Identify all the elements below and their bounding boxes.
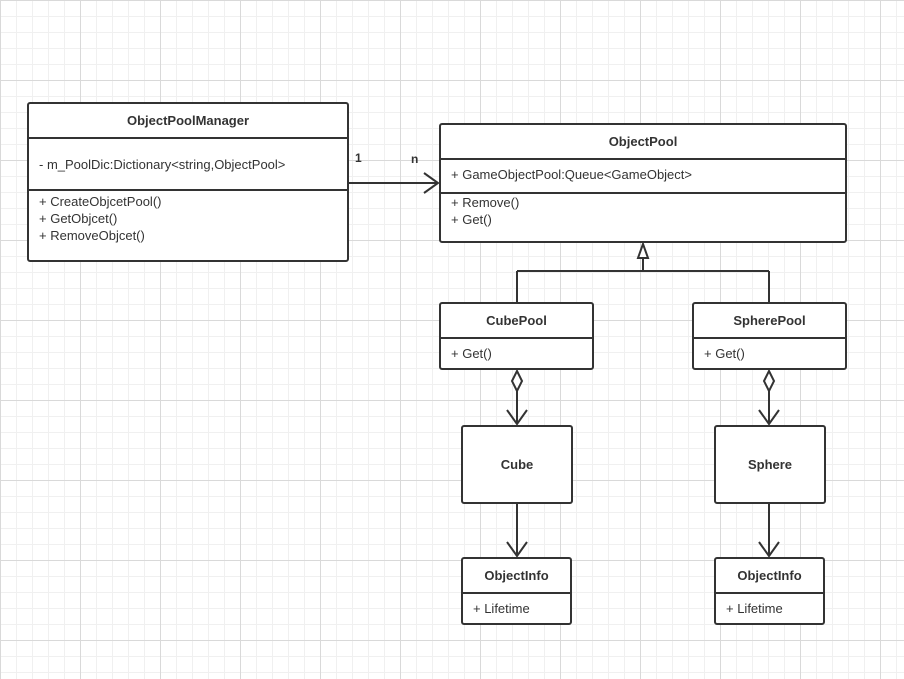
association-arrowhead (423, 172, 440, 194)
attribute: + Lifetime (473, 601, 530, 616)
class-name: CubePool (486, 313, 547, 328)
class-sphere-pool[interactable]: SpherePool + Get() (692, 302, 847, 370)
method: + Get() (704, 346, 745, 361)
class-name: Sphere (747, 457, 793, 472)
method: + GetObjcet() (39, 211, 118, 226)
class-name: Cube (500, 457, 534, 472)
aggregation-diamond-sphere (762, 368, 776, 394)
cube-info-arrowhead (506, 541, 528, 558)
attributes-section: + Lifetime (463, 592, 570, 617)
class-sphere-object-info[interactable]: ObjectInfo + Lifetime (714, 557, 825, 625)
attribute: - m_PoolDic:Dictionary<string,ObjectPool… (39, 157, 286, 172)
class-name: ObjectInfo (484, 568, 549, 583)
attribute: + GameObjectPool:Queue<GameObject> (451, 167, 692, 182)
class-name: SpherePool (733, 313, 806, 328)
method: + Get() (451, 212, 492, 227)
methods-section: + Get() (441, 337, 592, 362)
methods-section: + CreateObjcetPool() + GetObjcet() + Rem… (29, 189, 347, 244)
aggregation-diamond-cube (510, 368, 524, 394)
methods-section: + Remove() + Get() (441, 192, 845, 228)
attributes-section: - m_PoolDic:Dictionary<string,ObjectPool… (29, 137, 347, 189)
class-name: ObjectPool (608, 134, 678, 149)
class-cube-object-info[interactable]: ObjectInfo + Lifetime (461, 557, 572, 625)
aggregation-arrowhead-cube (506, 409, 528, 426)
class-name: ObjectInfo (737, 568, 802, 583)
attributes-section: + Lifetime (716, 592, 823, 617)
class-cube-pool[interactable]: CubePool + Get() (439, 302, 594, 370)
attributes-section: + GameObjectPool:Queue<GameObject> (441, 158, 845, 192)
class-object-pool-manager[interactable]: ObjectPoolManager - m_PoolDic:Dictionary… (27, 102, 349, 262)
class-name: ObjectPoolManager (126, 113, 250, 128)
aggregation-arrowhead-sphere (758, 409, 780, 426)
method: + CreateObjcetPool() (39, 194, 162, 209)
methods-section: + Get() (694, 337, 845, 362)
attribute: + Lifetime (726, 601, 783, 616)
method: + Get() (451, 346, 492, 361)
multiplicity-source: 1 (355, 151, 362, 165)
multiplicity-target: n (411, 152, 419, 166)
method: + Remove() (451, 195, 520, 210)
method: + RemoveObjcet() (39, 228, 145, 243)
class-object-pool[interactable]: ObjectPool + GameObjectPool:Queue<GameOb… (439, 123, 847, 243)
class-sphere[interactable]: Sphere (714, 425, 826, 504)
sphere-info-arrowhead (758, 541, 780, 558)
class-cube[interactable]: Cube (461, 425, 573, 504)
generalization-triangle (636, 241, 650, 259)
